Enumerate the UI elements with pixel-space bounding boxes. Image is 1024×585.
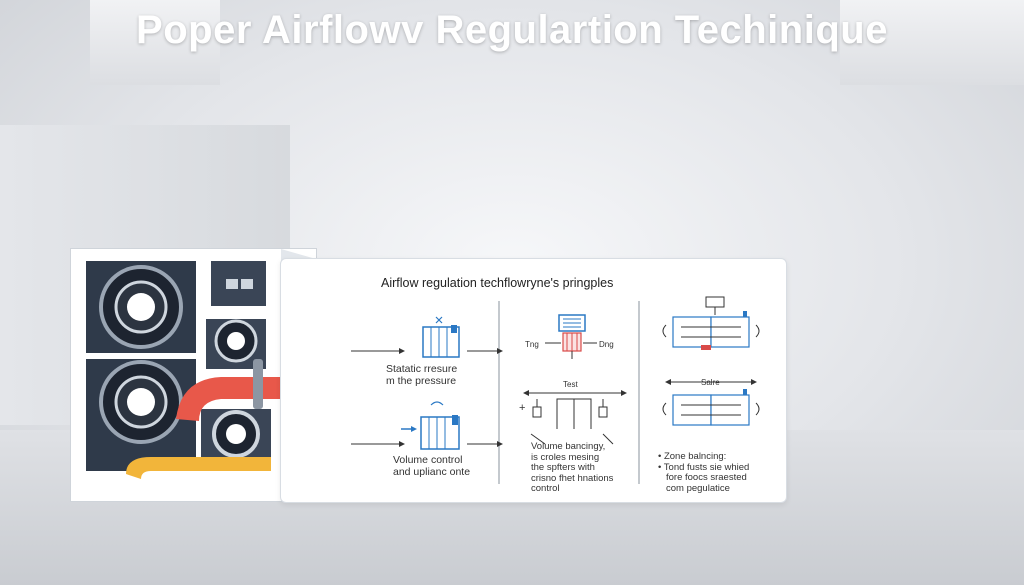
static-pressure-line1: Statatic rresure	[386, 363, 458, 375]
vb-desc-line1: Volume bancingy,	[531, 441, 606, 452]
static-pressure-label: Statatic rresure m the pressure	[386, 363, 457, 387]
page-title: Poper Airflowv Regulartion Techinique	[136, 8, 888, 52]
volume-control-label: Volume control and uplianc onte	[393, 454, 470, 478]
vb-desc-line3: the spfters with	[531, 462, 595, 473]
arrow-bottom-head	[399, 441, 405, 447]
panel-heading: Airflow regulation techflowryne's pringp…	[381, 276, 614, 290]
ceiling-block-left	[90, 0, 220, 85]
zone-diagram-top	[662, 296, 760, 350]
damper-left-tag: Tng	[525, 340, 539, 349]
zone-bullet-2-line1: • Tond fusts sie whied	[658, 461, 750, 473]
hvac-unit	[70, 248, 317, 502]
scale-label: Salre	[701, 378, 720, 387]
ceiling-block-right	[840, 0, 1024, 85]
vb-desc-line4: crisno fhet hnations	[531, 472, 614, 484]
damper-icon	[545, 314, 597, 359]
zone-bullet-1: • Zone balncing:	[658, 451, 727, 462]
volume-balancing-description: Volume bancingy, is croles mesing the sp…	[531, 441, 614, 495]
zone-diagram-bottom	[662, 389, 760, 426]
arrow-top-out-head	[497, 348, 503, 354]
vb-desc-line5: control	[531, 483, 560, 494]
vb-desc-line2: is croles mesing	[531, 451, 600, 463]
static-pressure-line2: m the pressure	[386, 375, 457, 387]
test-label: Test	[563, 380, 578, 389]
arrow-top-head	[399, 348, 405, 354]
test-diagram	[523, 390, 627, 445]
filter-top-icon	[422, 316, 460, 358]
plus-sign: +	[519, 402, 526, 414]
zone-balancing-notes: • Zone balncing: • Tond fusts sie whied …	[658, 451, 750, 494]
volume-control-line1: Volume control	[393, 454, 463, 466]
arrow-bottom-out-head	[497, 441, 503, 447]
volume-control-line2: and uplianc onte	[393, 466, 471, 478]
zone-bullet-2-line3: com pegulatice	[666, 482, 730, 494]
scale-marker	[665, 379, 757, 385]
damper-right-tag: Dng	[599, 340, 614, 349]
zone-bullet-2-line2: fore foocs sraested	[666, 472, 747, 483]
panel-diagrams	[351, 296, 760, 484]
info-panel: Airflow regulation techflowryne's pringp…	[280, 258, 787, 503]
filter-bottom-icon	[401, 401, 460, 450]
